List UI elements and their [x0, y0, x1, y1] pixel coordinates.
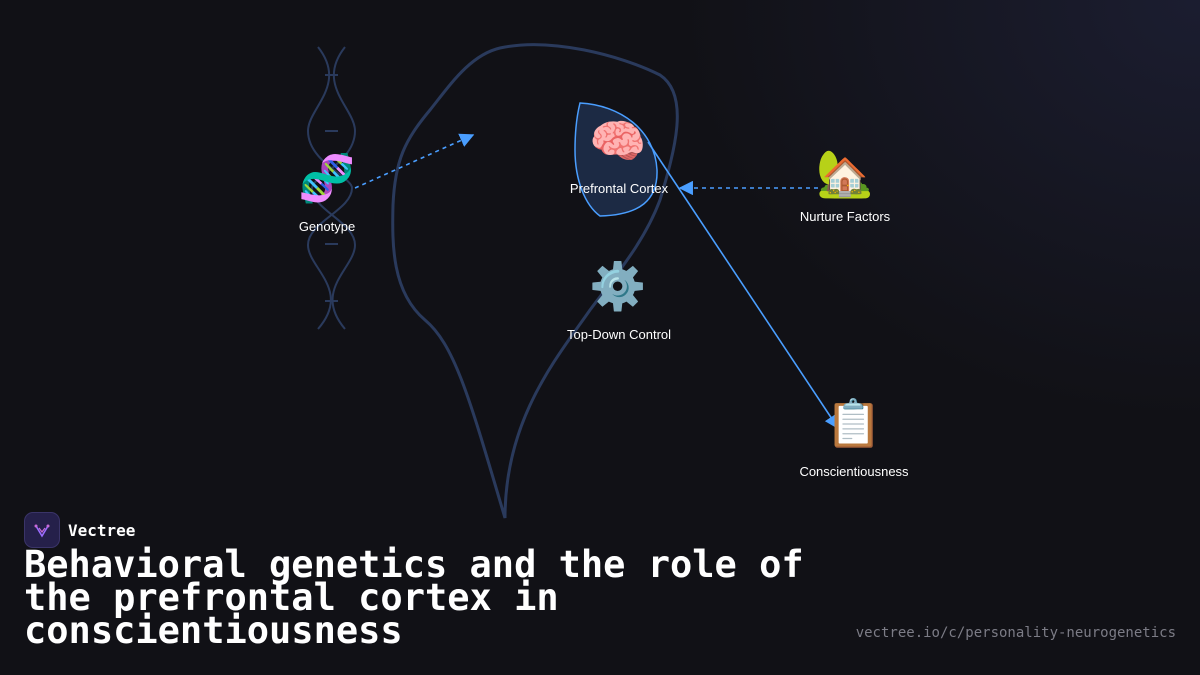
head-outline [391, 43, 679, 519]
gear-icon: ⚙️ [589, 259, 647, 313]
source-url: vectree.io/c/personality-neurogenetics [855, 625, 1176, 641]
brain-icon: 🧠 [589, 114, 647, 168]
prefrontal-region [574, 102, 658, 217]
dna-icon: 🧬 [298, 151, 356, 205]
brand-name: Vectree [68, 520, 136, 540]
node-label-prefrontal-cortex: Prefrontal Cortex [569, 181, 669, 196]
clipboard-icon: 📋 [825, 396, 883, 450]
brand: Vectree [24, 512, 135, 548]
edge-genotype-to-prefrontal [354, 133, 475, 189]
vectree-logo-icon [24, 512, 60, 548]
page-title: Behavioral genetics and the role of the … [24, 543, 804, 652]
house-with-garden-icon: 🏡 [816, 146, 874, 200]
node-label-top-down-control: Top-Down Control [566, 327, 672, 342]
node-label-nurture-factors: Nurture Factors [799, 209, 891, 224]
node-label-genotype: Genotype [298, 219, 356, 234]
node-label-conscientiousness: Conscientiousness [799, 464, 909, 479]
dna-helix-decoration [306, 46, 357, 330]
edge-prefrontal-to-conscientiousness [647, 141, 839, 430]
